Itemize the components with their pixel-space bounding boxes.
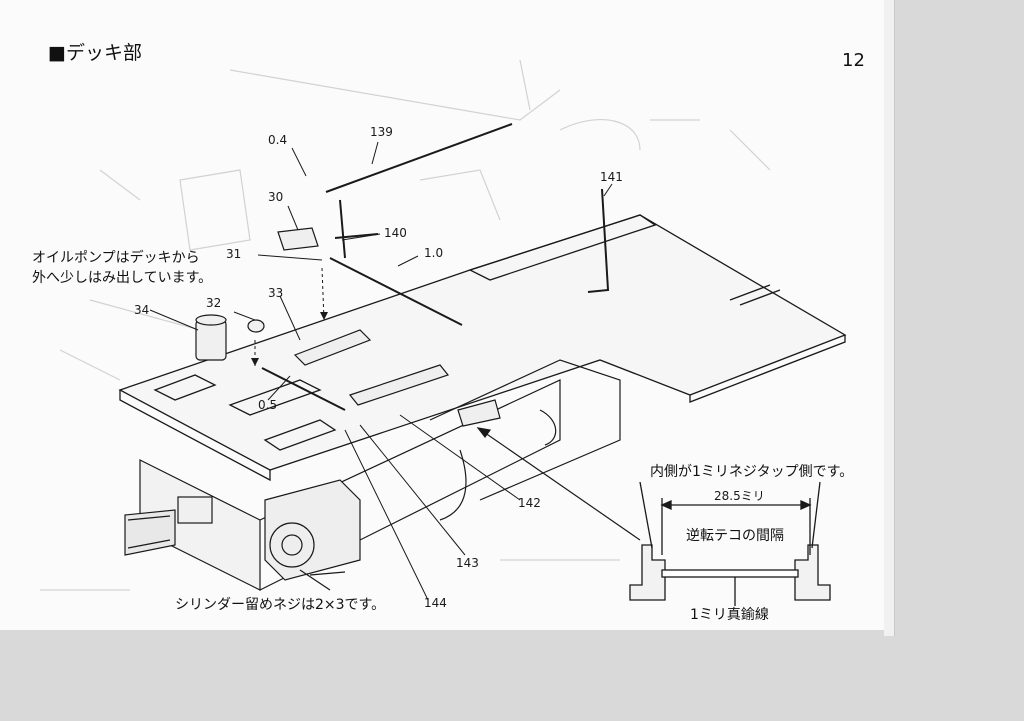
part-label-139: 139: [370, 125, 393, 139]
leader-arrows: [251, 312, 328, 366]
inside-tap-note: 内側が1ミリネジタップ側です。: [650, 464, 854, 480]
leaf-springs: [277, 227, 501, 427]
oil-pump-note-line-2: 外へ少しはみ出しています。: [32, 270, 213, 286]
dimension-label: 28.5ミリ: [714, 489, 765, 503]
oil-pump: [195, 314, 265, 361]
part-label-34: 34: [134, 303, 150, 317]
buffer-coupler: [124, 496, 213, 556]
rods: [261, 123, 610, 411]
next-page-edge: [884, 0, 895, 636]
part-label-1-0: 1.0: [424, 246, 444, 260]
page-number: 12: [842, 50, 865, 71]
bleed-through-lines: [40, 59, 771, 591]
rod-141: [587, 188, 610, 293]
part-label-140: 140: [384, 226, 407, 240]
leader-lines: [149, 141, 613, 601]
part-label-144: 144: [424, 596, 447, 610]
cylinder-screw-note: シリンダー留めネジは2×3です。: [175, 597, 386, 613]
lever-140: [334, 199, 379, 259]
rod-1-0: [329, 257, 463, 326]
part-label-142: 142: [518, 496, 541, 510]
deck-plate: [118, 214, 847, 482]
rod-139: [325, 123, 513, 193]
inset-arrow: [476, 427, 641, 541]
chassis-frame: [139, 359, 621, 591]
part-label-33: 33: [268, 286, 284, 300]
part-label-141: 141: [600, 170, 623, 184]
part-label-31: 31: [226, 247, 242, 261]
part-label-0-4: 0.4: [268, 133, 288, 147]
cylinder-block: [264, 479, 361, 591]
page-title: ■デッキ部: [48, 42, 142, 64]
rod-0-5: [261, 367, 346, 411]
brass-wire-label: 1ミリ真鍮線: [690, 607, 769, 623]
reverse-lever-inset: [629, 481, 831, 606]
part-label-32: 32: [206, 296, 222, 310]
part-label-30: 30: [268, 190, 284, 204]
part-label-143: 143: [456, 556, 479, 570]
oil-pump-note-line-1: オイルポンプはデッキから: [32, 250, 200, 266]
part-label-0-5: 0.5: [258, 398, 278, 412]
reverse-lever-spacing-label: 逆転テコの間隔: [686, 528, 784, 544]
